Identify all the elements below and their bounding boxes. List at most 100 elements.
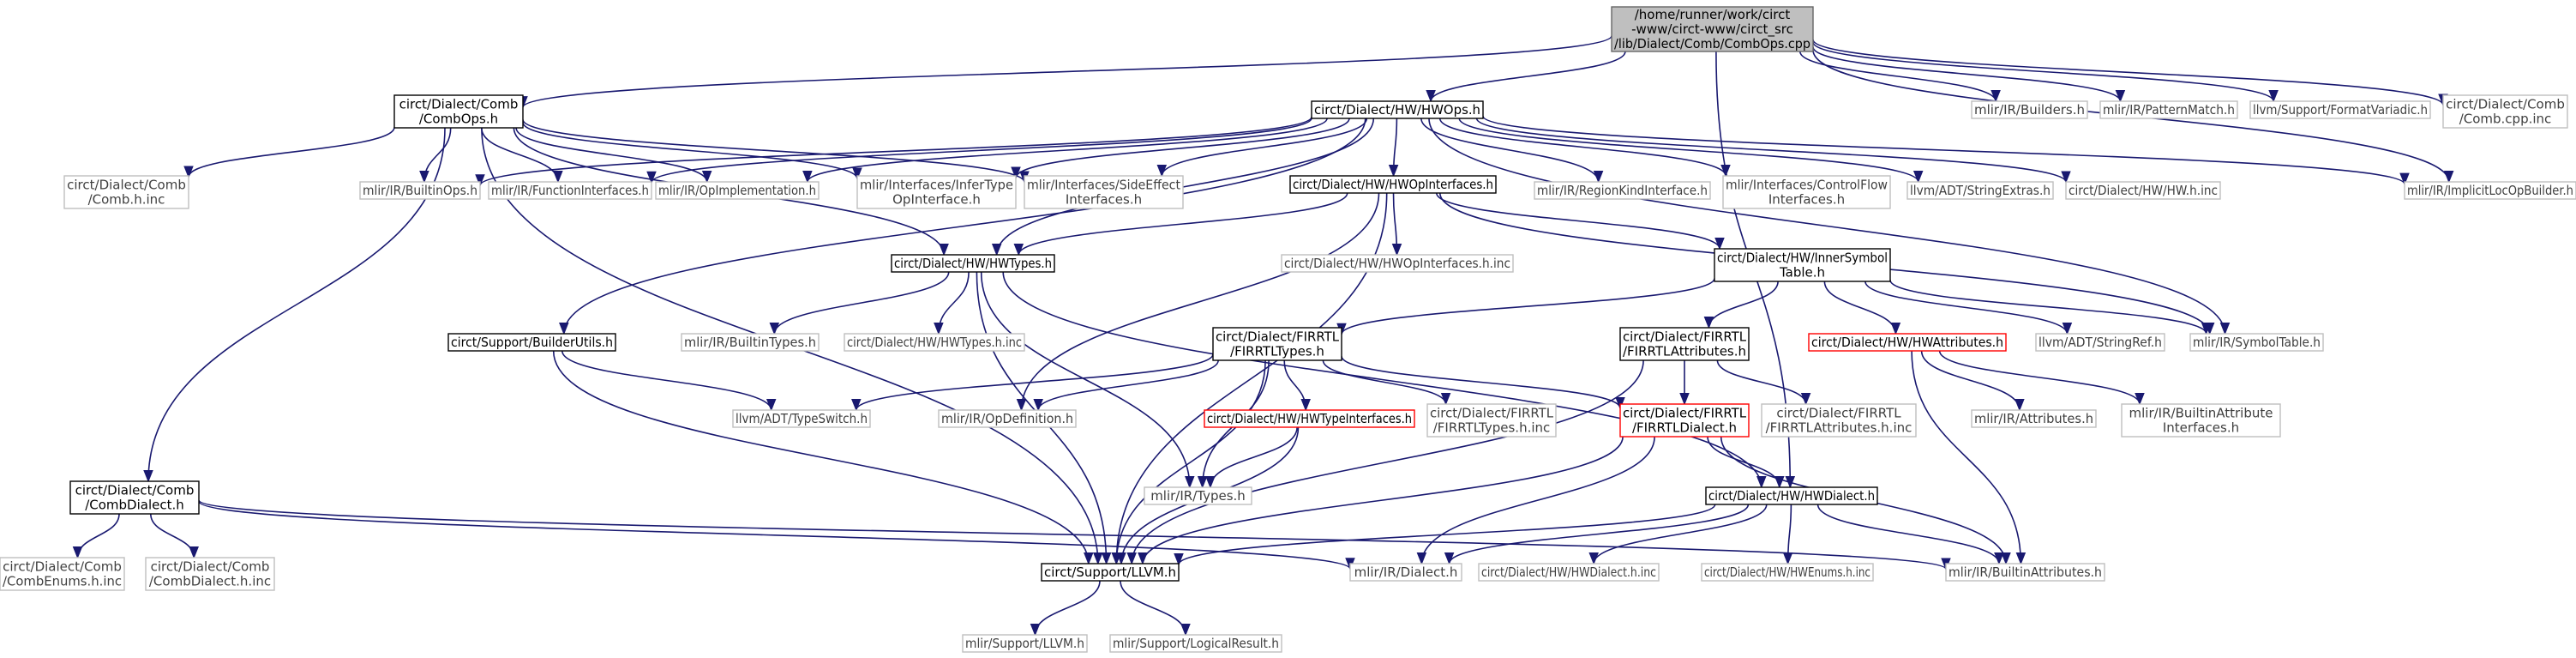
- edge-hwops-to-infertype: [1011, 118, 1350, 179]
- node-comb_ops[interactable]: circt/Dialect/Comb/CombOps.h: [393, 94, 524, 129]
- node-stringextras-box: [1906, 181, 2054, 200]
- node-firrtlattrs_inc[interactable]: circt/Dialect/FIRRTL/FIRRTLAttributes.h.…: [1761, 403, 1917, 438]
- node-builtinattriface-label-0: mlir/IR/BuiltinAttribute: [2129, 405, 2273, 420]
- edge-hwops-to-hwopiface: [1388, 118, 1399, 178]
- edge-comb_ops-to-comb_h_inc: [183, 126, 395, 178]
- edge-hwdialect-to-hwdialect_inc: [1588, 504, 1768, 565]
- node-logicalresult[interactable]: mlir/Support/LogicalResult.h: [1109, 634, 1282, 653]
- node-builderutils[interactable]: circt/Support/BuilderUtils.h: [447, 333, 616, 352]
- node-hwopiface_inc[interactable]: circt/Dialect/HW/HWOpInterfaces.h.inc: [1281, 254, 1514, 273]
- edge-hwops-to-stringextras: [1458, 118, 1924, 184]
- node-sideeffect-label-0: mlir/Interfaces/SideEffect: [1027, 177, 1180, 192]
- node-support_llvm[interactable]: circt/Support/LLVM.h: [1041, 563, 1180, 582]
- node-opimpl[interactable]: mlir/IR/OpImplementation.h: [655, 181, 820, 200]
- node-innersym-label-0: circt/Dialect/HW/InnerSymbol: [1717, 250, 1888, 265]
- node-combdialect[interactable]: circt/Dialect/Comb/CombDialect.h: [69, 480, 200, 515]
- node-builtintypes-box: [681, 333, 820, 352]
- node-firrtltypes[interactable]: circt/Dialect/FIRRTL/FIRRTLTypes.h: [1212, 327, 1342, 361]
- node-mlirdialect[interactable]: mlir/IR/Dialect.h: [1349, 563, 1462, 582]
- node-hwtypes[interactable]: circt/Dialect/HW/HWTypes.h: [891, 254, 1055, 273]
- edge-support_llvm-to-logicalresult: [1120, 580, 1191, 637]
- node-builtintypes-label-0: mlir/IR/BuiltinTypes.h: [684, 335, 816, 350]
- node-opdef-label-0: mlir/IR/OpDefinition.h: [941, 411, 1073, 426]
- edge-hwopiface-to-innersym: [1436, 192, 1725, 251]
- edge-hwops-to-controlflow: [1438, 118, 1731, 178]
- node-implicitloc[interactable]: mlir/IR/ImplicitLocOpBuilder.h: [2404, 181, 2576, 200]
- node-firrtlattrs[interactable]: circt/Dialect/FIRRTL/FIRRTLAttributes.h: [1619, 327, 1750, 361]
- node-funciface-box: [488, 181, 652, 200]
- node-firrtltypes_inc-label-1: /FIRRTLTypes.h.inc: [1433, 420, 1551, 435]
- edge-hwops-to-hw_h_inc: [1475, 118, 2071, 184]
- node-hwdialect_inc[interactable]: circt/Dialect/HW/HWDialect.h.inc: [1478, 563, 1660, 582]
- node-hwops[interactable]: circt/Dialect/HW/HWOps.h: [1311, 100, 1484, 119]
- edge-hwops-to-implicitloc: [1482, 115, 2410, 186]
- node-patternmatch-label-0: mlir/IR/PatternMatch.h: [2103, 102, 2235, 118]
- node-mlir_llvm[interactable]: mlir/Support/LLVM.h: [962, 634, 1088, 653]
- node-firrtltypes_inc[interactable]: circt/Dialect/FIRRTL/FIRRTLTypes.h.inc: [1426, 403, 1557, 438]
- node-regionkind[interactable]: mlir/IR/RegionKindInterface.h: [1534, 181, 1711, 200]
- node-comb_h_inc[interactable]: circt/Dialect/Comb/Comb.h.inc: [63, 175, 189, 209]
- node-firrtlattrs_inc-label-1: /FIRRTLAttributes.h.inc: [1766, 420, 1912, 435]
- node-mlir_llvm-box: [962, 634, 1088, 653]
- node-builtintypes[interactable]: mlir/IR/BuiltinTypes.h: [681, 333, 820, 352]
- node-builders[interactable]: mlir/IR/Builders.h: [1971, 100, 2088, 119]
- node-firrtldialect[interactable]: circt/Dialect/FIRRTL/FIRRTLDialect.h: [1619, 403, 1750, 438]
- node-builtinops[interactable]: mlir/IR/BuiltinOps.h: [359, 181, 481, 200]
- node-stringextras[interactable]: llvm/ADT/StringExtras.h: [1906, 181, 2054, 200]
- node-symboltable-label-0: mlir/IR/SymbolTable.h: [2193, 335, 2321, 350]
- node-comb_ops-label-0: circt/Dialect/Comb: [399, 96, 519, 112]
- edge-combdialect-to-combdialect_inc: [150, 513, 199, 559]
- node-implicitloc-box: [2404, 181, 2576, 200]
- node-firrtltypes_inc-box: [1426, 403, 1557, 438]
- node-builtinattrs-box: [1945, 563, 2105, 582]
- node-hwtypes_inc[interactable]: circt/Dialect/HW/HWTypes.h.inc: [844, 333, 1025, 352]
- node-controlflow-label-0: mlir/Interfaces/ControlFlow: [1726, 177, 1888, 192]
- node-sideeffect-label-1: Interfaces.h: [1066, 191, 1142, 207]
- node-hwdialect[interactable]: circt/Dialect/HW/HWDialect.h: [1705, 486, 1878, 505]
- node-hwtypes_inc-box: [844, 333, 1025, 352]
- node-firrtltypes-label-0: circt/Dialect/FIRRTL: [1216, 329, 1340, 344]
- node-infertype-label-0: mlir/Interfaces/InferType: [860, 177, 1013, 192]
- node-hwattrs[interactable]: circt/Dialect/HW/HWAttributes.h: [1808, 333, 2007, 352]
- node-combenums_inc-box: [0, 557, 125, 591]
- edge-firrtltypes-to-opdef: [1033, 359, 1219, 412]
- node-comb_cpp_inc[interactable]: circt/Dialect/Comb/Comb.cpp.inc: [2442, 94, 2568, 129]
- node-hwopiface_inc-label-0: circt/Dialect/HW/HWOpInterfaces.h.inc: [1284, 256, 1510, 271]
- node-combdialect_inc[interactable]: circt/Dialect/Comb/CombDialect.h.inc: [145, 557, 275, 591]
- edge-root-to-formatvariadic: [1812, 41, 2279, 103]
- node-hwtypeiface[interactable]: circt/Dialect/HW/HWTypeInterfaces.h: [1204, 409, 1415, 428]
- node-hwopiface-label-0: circt/Dialect/HW/HWOpInterfaces.h: [1293, 177, 1493, 192]
- node-firrtlattrs-label-0: circt/Dialect/FIRRTL: [1623, 329, 1747, 344]
- node-combenums_inc[interactable]: circt/Dialect/Comb/CombEnums.h.inc: [0, 557, 125, 591]
- edge-hwops-to-symboltable: [1428, 118, 2231, 335]
- node-funciface[interactable]: mlir/IR/FunctionInterfaces.h: [488, 181, 652, 200]
- node-hwenums_inc[interactable]: circt/Dialect/HW/HWEnums.h.inc: [1701, 563, 1874, 582]
- node-builtinattrs[interactable]: mlir/IR/BuiltinAttributes.h: [1945, 563, 2105, 582]
- node-mlirattrs[interactable]: mlir/IR/Attributes.h: [1971, 409, 2097, 428]
- node-combdialect_inc-label-1: /CombDialect.h.inc: [149, 573, 271, 589]
- node-symboltable[interactable]: mlir/IR/SymbolTable.h: [2189, 333, 2324, 352]
- node-mlirtypes-label-0: mlir/IR/Types.h: [1150, 488, 1246, 504]
- node-opdef[interactable]: mlir/IR/OpDefinition.h: [938, 409, 1077, 428]
- edge-combdialect-to-builtinattrs: [198, 499, 1951, 570]
- node-funciface-label-0: mlir/IR/FunctionInterfaces.h: [491, 183, 649, 198]
- node-comb_cpp_inc-label-1: /Comb.cpp.inc: [2459, 111, 2552, 126]
- node-comb_h_inc-label-0: circt/Dialect/Comb: [67, 177, 186, 192]
- node-formatvariadic[interactable]: llvm/Support/FormatVariadic.h: [2249, 100, 2431, 119]
- node-mlirtypes[interactable]: mlir/IR/Types.h: [1144, 486, 1252, 505]
- node-stringref[interactable]: llvm/ADT/StringRef.h: [2035, 333, 2165, 352]
- node-typeswitch[interactable]: llvm/ADT/TypeSwitch.h: [732, 409, 871, 428]
- node-patternmatch[interactable]: mlir/IR/PatternMatch.h: [2099, 100, 2238, 119]
- node-hw_h_inc[interactable]: circt/Dialect/HW/HW.h.inc: [2065, 181, 2221, 200]
- edge-firrtlattrs-to-firrtlattrs_inc: [1716, 359, 1811, 406]
- edge-hwops-to-hwtypes: [992, 118, 1375, 257]
- node-hwopiface[interactable]: circt/Dialect/HW/HWOpInterfaces.h: [1289, 175, 1497, 194]
- node-logicalresult-label-0: mlir/Support/LogicalResult.h: [1113, 636, 1279, 651]
- node-hwopiface-box: [1289, 175, 1497, 194]
- node-comb_h_inc-box: [63, 175, 189, 209]
